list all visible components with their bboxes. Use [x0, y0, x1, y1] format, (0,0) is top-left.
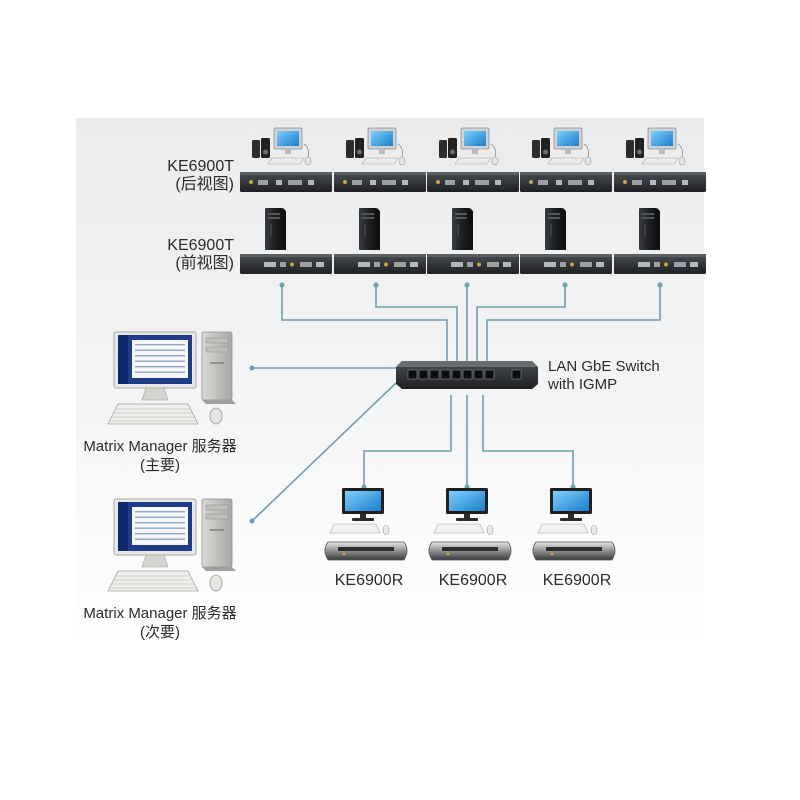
switch-label-line2: with IGMP	[548, 376, 618, 393]
receiver-stations	[324, 488, 616, 561]
receiver-station	[532, 488, 616, 561]
cable-rx3	[482, 395, 576, 490]
transmitter-rear-unit	[520, 127, 612, 192]
server-workstation	[107, 331, 236, 425]
tx-rear-model-label: KE6900T	[167, 158, 234, 175]
cable-tx2	[373, 282, 458, 362]
transmitter-front-unit	[520, 208, 612, 274]
receiver-label: KE6900R	[438, 572, 508, 589]
transmitter-rear-unit	[427, 127, 519, 192]
transmitter-rear-unit	[240, 127, 332, 192]
matrix-manager-servers	[107, 331, 236, 592]
cable-rx1	[361, 395, 452, 490]
cable-tx1	[279, 282, 448, 362]
cable-server-primary	[249, 365, 398, 371]
server-secondary-name: Matrix Manager 服务器	[83, 605, 237, 622]
cable-rx2	[464, 395, 470, 490]
server-primary-name: Matrix Manager 服务器	[83, 438, 237, 455]
transmitter-front-unit	[240, 208, 332, 274]
tx-rear-view-label: (后视图)	[175, 176, 234, 193]
transmitter-devices	[240, 127, 706, 274]
server-workstation	[107, 498, 236, 592]
receiver-label: KE6900R	[334, 572, 404, 589]
cable-server-secondary	[249, 382, 397, 524]
receiver-station	[324, 488, 408, 561]
receiver-label: KE6900R	[542, 572, 612, 589]
transmitter-front-unit	[334, 208, 426, 274]
lan-switch	[396, 361, 538, 389]
tx-front-model-label: KE6900T	[167, 237, 234, 254]
transmitter-front-unit	[427, 208, 519, 274]
switch-label-line1: LAN GbE Switch	[548, 358, 660, 375]
tx-front-view-label: (前视图)	[175, 255, 234, 272]
network-cables	[249, 282, 663, 524]
cable-tx3	[464, 282, 470, 362]
transmitter-rear-unit	[614, 127, 706, 192]
transmitter-front-unit	[614, 208, 706, 274]
server-primary-role: (主要)	[140, 457, 180, 474]
receiver-station	[428, 488, 512, 561]
transmitter-rear-unit	[334, 127, 426, 192]
cable-tx5	[486, 282, 663, 362]
cable-tx4	[476, 282, 568, 362]
server-secondary-role: (次要)	[140, 624, 180, 641]
